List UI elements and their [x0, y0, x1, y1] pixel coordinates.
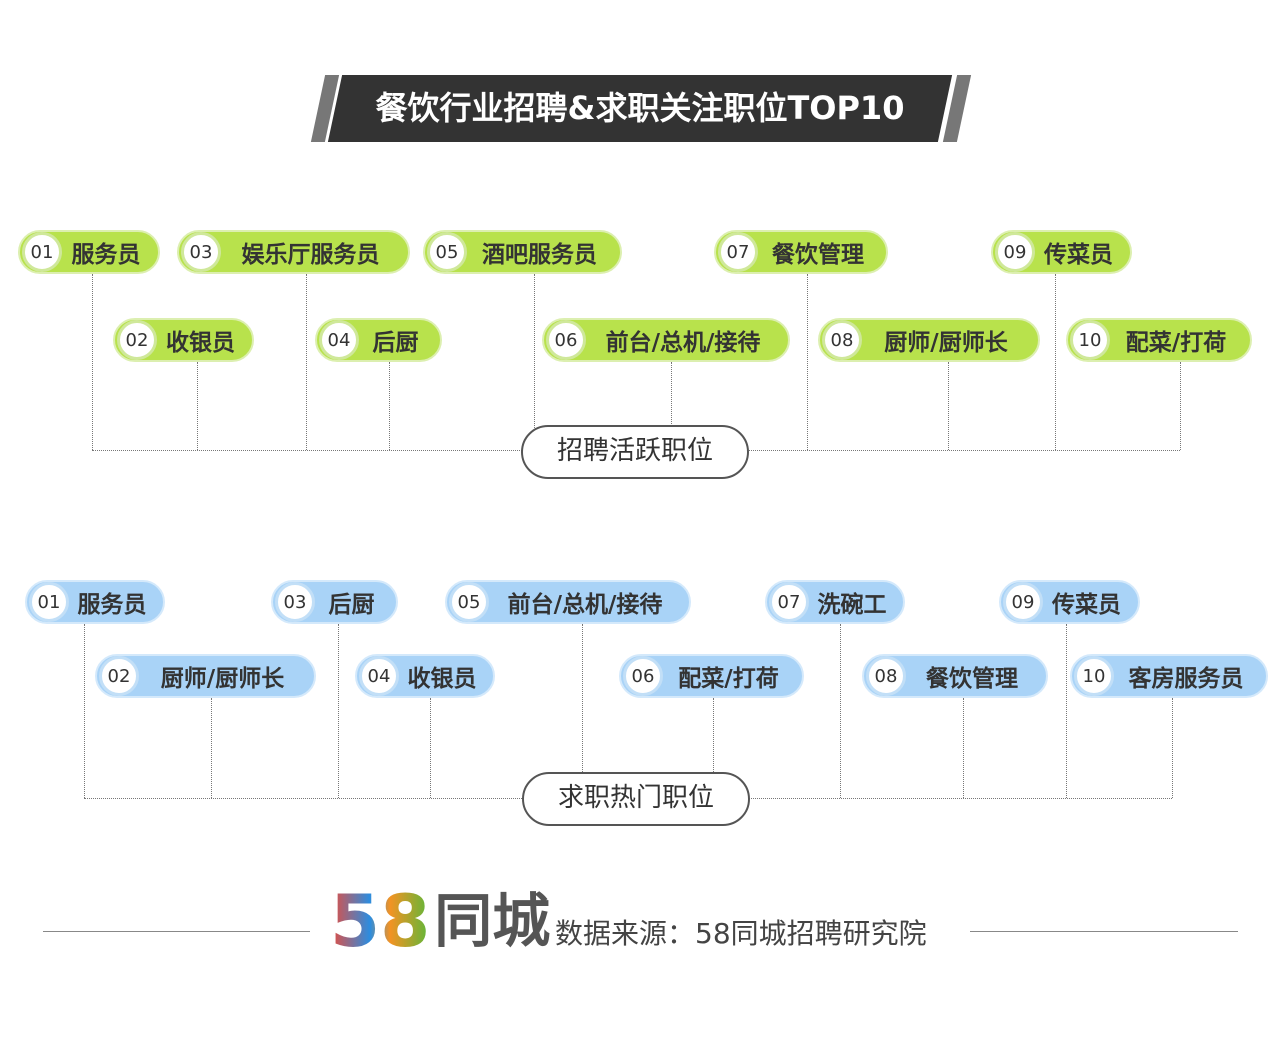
footer-divider: [43, 931, 310, 932]
job-rank-item: 01 服务员: [18, 230, 160, 274]
connector-line: [534, 274, 535, 450]
rank-number: 07: [718, 232, 758, 272]
connector-line: [338, 624, 339, 798]
job-name: 收银员: [166, 330, 235, 356]
job-name: 酒吧服务员: [482, 242, 597, 268]
connector-line: [1066, 624, 1067, 798]
job-name: 配菜/打荷: [1125, 330, 1227, 356]
job-name: 配菜/打荷: [678, 666, 779, 692]
connector-line: [1172, 698, 1173, 798]
rank-number: 08: [822, 320, 862, 360]
job-rank-item: 09 传菜员: [999, 580, 1140, 624]
rank-number: 02: [99, 656, 139, 696]
job-rank-item: 01 服务员: [25, 580, 165, 624]
rank-number: 10: [1074, 656, 1114, 696]
job-rank-item: 03 娱乐厅服务员: [177, 230, 410, 274]
rank-number: 03: [275, 582, 315, 622]
job-name: 前台/总机/接待: [605, 330, 761, 356]
rank-number: 01: [29, 582, 69, 622]
rank-number: 06: [546, 320, 586, 360]
connector-line: [211, 698, 212, 798]
job-rank-item: 07 餐饮管理: [714, 230, 888, 274]
rank-number: 01: [22, 232, 62, 272]
rank-number: 03: [181, 232, 221, 272]
job-name: 前台/总机/接待: [507, 592, 663, 618]
job-name: 服务员: [71, 242, 141, 268]
logo-digits: 58: [330, 879, 431, 963]
connector-line: [948, 362, 949, 450]
rank-number: 09: [1003, 582, 1043, 622]
job-name: 客房服务员: [1128, 666, 1244, 692]
job-rank-item: 02 厨师/厨师长: [95, 654, 316, 698]
job-name: 传菜员: [1052, 592, 1121, 618]
connector-line: [713, 698, 714, 798]
job-name: 收银员: [407, 666, 477, 692]
connector-line: [389, 362, 390, 450]
rank-number: 10: [1070, 320, 1110, 360]
job-rank-item: 05 前台/总机/接待: [445, 580, 691, 624]
job-rank-item: 08 厨师/厨师长: [818, 318, 1040, 362]
job-rank-item: 02 收银员: [113, 318, 254, 362]
job-name: 餐饮管理: [772, 242, 864, 268]
footer-divider: [970, 931, 1238, 932]
job-rank-item: 10 客房服务员: [1070, 654, 1268, 698]
connector-line: [1180, 362, 1181, 450]
rank-number: 04: [319, 320, 359, 360]
job-name: 厨师/厨师长: [160, 666, 285, 692]
connector-line: [197, 362, 198, 450]
job-rank-item: 04 收银员: [355, 654, 495, 698]
job-name: 洗碗工: [817, 592, 887, 618]
job-rank-item: 06 前台/总机/接待: [542, 318, 790, 362]
job-rank-item: 08 餐饮管理: [862, 654, 1048, 698]
connector-line: [840, 624, 841, 798]
job-rank-item: 03 后厨: [271, 580, 398, 624]
connector-line: [963, 698, 964, 798]
rank-number: 09: [995, 232, 1035, 272]
job-name: 传菜员: [1044, 242, 1113, 268]
connector-line: [671, 362, 672, 450]
connector-line: [582, 624, 583, 798]
connector-line: [306, 274, 307, 450]
rank-number: 02: [117, 320, 157, 360]
section-label-jobseek: 求职热门职位: [522, 772, 750, 826]
logo-text: 同城: [434, 887, 551, 955]
connector-line: [92, 274, 93, 450]
section-label-recruit: 招聘活跃职位: [521, 425, 749, 479]
job-name: 后厨: [372, 330, 419, 356]
rank-number: 04: [359, 656, 399, 696]
job-name: 餐饮管理: [926, 666, 1018, 692]
connector-line: [1055, 274, 1056, 450]
job-name: 后厨: [328, 592, 375, 618]
connector-line: [84, 624, 85, 798]
rank-number: 05: [427, 232, 467, 272]
job-rank-item: 06 配菜/打荷: [619, 654, 804, 698]
rank-number: 05: [449, 582, 489, 622]
job-name: 服务员: [77, 592, 147, 618]
job-name: 娱乐厅服务员: [241, 242, 380, 268]
rank-number: 06: [623, 656, 663, 696]
job-rank-item: 07 洗碗工: [765, 580, 905, 624]
connector-line: [807, 274, 808, 450]
logo-58: 58 同城: [330, 879, 551, 963]
job-rank-item: 05 酒吧服务员: [423, 230, 622, 274]
job-name: 厨师/厨师长: [884, 330, 1008, 356]
job-rank-item: 04 后厨: [315, 318, 442, 362]
connector-line: [430, 698, 431, 798]
rank-number: 08: [866, 656, 906, 696]
data-source: 数据来源：58同城招聘研究院: [555, 917, 927, 950]
job-rank-item: 09 传菜员: [991, 230, 1132, 274]
job-rank-item: 10 配菜/打荷: [1066, 318, 1252, 362]
rank-number: 07: [769, 582, 809, 622]
page-title: 餐饮行业招聘&求职关注职位TOP10: [375, 89, 905, 127]
